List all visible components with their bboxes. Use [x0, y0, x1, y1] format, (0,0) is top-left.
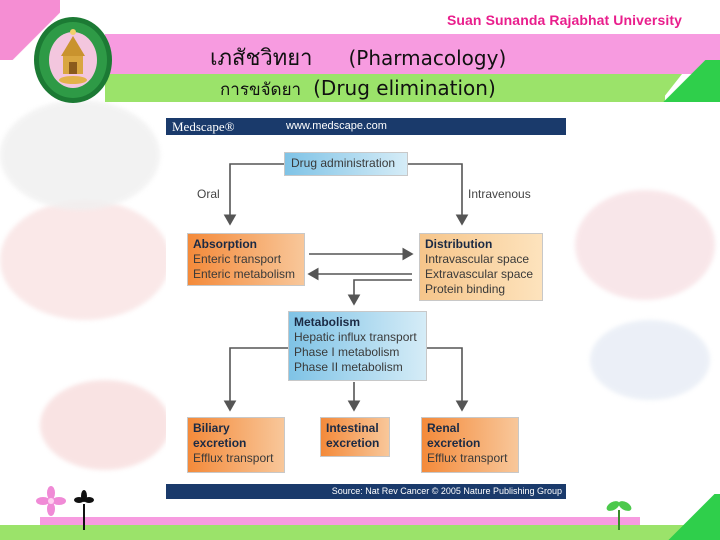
arrow-intravenous — [408, 163, 469, 226]
title-english: (Pharmacology) — [348, 46, 507, 70]
background-pill — [0, 200, 170, 320]
metabolism-box: Metabolism Hepatic influx transport Phas… — [288, 311, 427, 381]
green-sprout-icon — [606, 501, 632, 530]
background-pill — [40, 380, 170, 470]
biliary-excretion-box: Biliary excretion Efflux transport — [187, 417, 285, 473]
medscape-url: www.medscape.com — [286, 120, 387, 132]
figure-header-bar: Medscape® www.medscape.com — [166, 118, 566, 135]
black-flower-icon — [74, 490, 94, 530]
intestinal-excretion-box: Intestinal excretion — [320, 417, 390, 457]
arrow-distribution-metabolism — [347, 279, 412, 306]
footer-corner-green — [664, 494, 720, 540]
title-thai: เภสัชวิทยา — [210, 46, 313, 71]
background-pill — [575, 190, 715, 300]
pink-flower-icon — [36, 486, 66, 516]
figure-source: Source: Nat Rev Cancer © 2005 Nature Pub… — [331, 486, 562, 496]
arrow-renal — [427, 347, 469, 412]
absorption-box: Absorption Enteric transport Enteric met… — [187, 233, 305, 286]
footer-band-green — [0, 525, 720, 540]
renal-excretion-box: Renal excretion Efflux transport — [421, 417, 519, 473]
route-intravenous-label: Intravenous — [468, 187, 531, 201]
university-name: Suan Sunanda Rajabhat University — [446, 12, 682, 28]
distribution-box: Distribution Intravascular space Extrava… — [419, 233, 543, 301]
flow-arrows — [223, 163, 469, 412]
header-corner-green — [660, 60, 720, 102]
header-band-green — [105, 74, 665, 102]
header-band-pink — [105, 34, 720, 74]
subtitle-thai: การขจัดยา — [220, 80, 302, 100]
background-pill — [590, 320, 710, 400]
slide-title: เภสัชวิทยา (Pharmacology) — [210, 40, 506, 75]
arrow-biliary — [223, 347, 291, 412]
drug-administration-box: Drug administration — [284, 152, 408, 176]
university-seal-logo — [34, 17, 112, 103]
slide-subtitle: การขจัดยา (Drug elimination) — [220, 76, 496, 103]
medscape-brand: Medscape® — [172, 119, 235, 134]
footer-band-pink — [40, 517, 640, 525]
background-pill — [0, 100, 160, 210]
drug-elimination-diagram: Medscape® www.medscape.com Drug administ… — [166, 118, 566, 499]
route-oral-label: Oral — [197, 187, 220, 201]
subtitle-english: (Drug elimination) — [313, 76, 496, 100]
figure-source-bar: Source: Nat Rev Cancer © 2005 Nature Pub… — [166, 484, 566, 499]
arrow-oral — [223, 163, 284, 226]
